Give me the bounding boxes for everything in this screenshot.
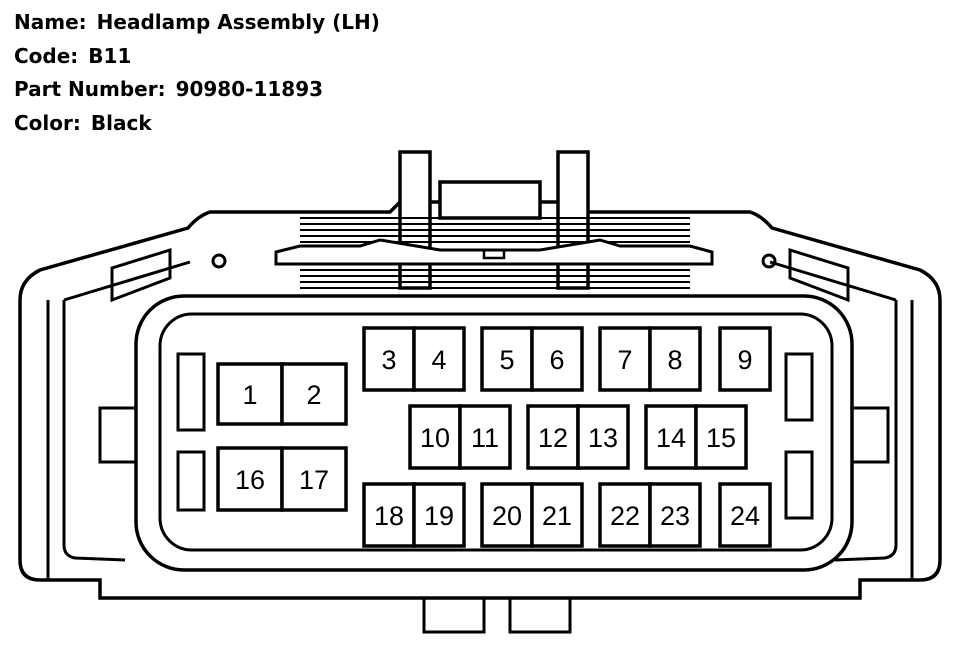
color-row: Color: Black: [14, 107, 380, 141]
pin-cell-6: [530, 326, 584, 392]
color-label: Color:: [14, 110, 81, 135]
pin-label-23: 23: [660, 501, 690, 531]
part-number-value: 90980-11893: [175, 77, 324, 101]
right-hole: [761, 253, 777, 269]
pin-label-11: 11: [471, 423, 499, 453]
pin-label-9: 9: [737, 345, 752, 375]
pin-cell-4: [412, 326, 466, 392]
housing-inner-line: [62, 260, 898, 562]
pin-label-1: 1: [242, 380, 257, 410]
pin-label-20: 20: [492, 501, 522, 531]
name-row: Name: Headlamp Assembly (LH): [14, 6, 380, 40]
pin-label-6: 6: [549, 345, 564, 375]
pin-cell-8: [648, 326, 702, 392]
right-key-upper: [850, 406, 890, 464]
pin-cell-23: [648, 482, 702, 548]
code-row: Code: B11: [14, 40, 380, 74]
pin-label-19: 19: [424, 501, 454, 531]
pin-label-18: 18: [374, 501, 404, 531]
left-key-upper: [98, 406, 138, 464]
pin-cell-17: [280, 446, 348, 512]
pin-cell-15: [694, 404, 748, 470]
pin-label-16: 16: [235, 465, 265, 495]
pin-label-8: 8: [667, 345, 682, 375]
pin-label-17: 17: [299, 465, 329, 495]
pin-label-4: 4: [431, 345, 446, 375]
lock-center-notch: [482, 248, 506, 260]
pin-cell-10: [408, 404, 462, 470]
pin-label-7: 7: [617, 345, 632, 375]
pin-cell-9: [718, 326, 772, 392]
right-guide-upper: [784, 352, 814, 422]
pin-cell-7: [598, 326, 652, 392]
pin-label-10: 10: [420, 423, 450, 453]
top-right-post: [556, 150, 590, 290]
name-value: Headlamp Assembly (LH): [96, 10, 380, 34]
pin-label-22: 22: [610, 501, 640, 531]
connector-info: Name: Headlamp Assembly (LH) Code: B11 Par…: [14, 6, 380, 140]
pin-cell-19: [412, 482, 466, 548]
housing-outline: [18, 200, 942, 600]
bottom-left-tab: [422, 596, 486, 634]
pin-cell-11: [458, 404, 512, 470]
right-latch-tab: [788, 247, 850, 303]
pin-cell-2: [280, 362, 348, 426]
pin-label-5: 5: [499, 345, 514, 375]
pin-label-2: 2: [306, 380, 321, 410]
right-guide-lower: [784, 450, 814, 520]
pin-cavity-inner: [158, 312, 834, 552]
pin-label-15: 15: [706, 423, 736, 453]
top-left-post: [398, 150, 432, 290]
left-latch-tab: [110, 247, 172, 303]
name-label: Name:: [14, 10, 87, 34]
pin-label-21: 21: [542, 501, 572, 531]
pin-label-13: 13: [588, 423, 618, 453]
pin-label-3: 3: [381, 345, 396, 375]
lock-bar: [274, 238, 714, 266]
code-value: B11: [88, 43, 132, 68]
left-guide-upper: [176, 352, 206, 432]
part-number-row: Part Number: 90980-11893: [14, 73, 380, 107]
color-value: Black: [90, 110, 152, 135]
pin-cell-13: [576, 404, 630, 470]
left-hole: [211, 253, 227, 269]
pin-label-14: 14: [656, 423, 686, 453]
pin-label-24: 24: [730, 501, 760, 531]
bottom-right-tab: [508, 596, 572, 634]
pin-cell-21: [530, 482, 584, 548]
pin-label-12: 12: [538, 423, 568, 453]
pin-cell-18: [362, 482, 416, 548]
pin-cell-24: [718, 482, 772, 548]
code-label: Code:: [14, 43, 79, 68]
top-center-block: [438, 180, 542, 220]
left-guide-lower: [176, 450, 206, 512]
part-number-label: Part Number:: [14, 77, 166, 101]
